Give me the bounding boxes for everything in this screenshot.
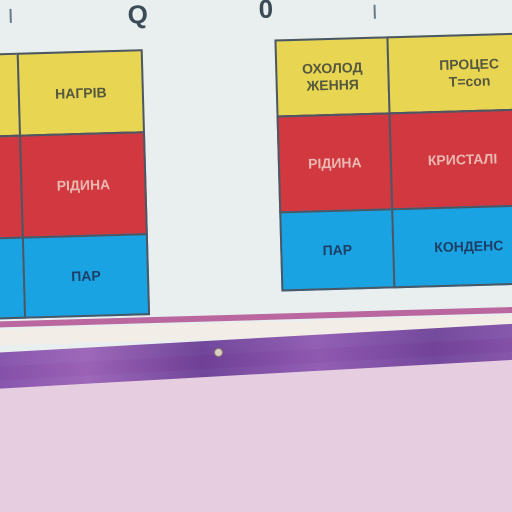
- zero-label: 0: [258, 0, 274, 24]
- poster-board: Q 0 НАГРІВ РІДИНА ПАР ОХОЛОД ЖЕННЯ ПРОЦЕ…: [0, 0, 512, 353]
- right-cell-vapor: ПАР: [279, 208, 396, 292]
- axis-tick: [9, 8, 12, 23]
- wall: [0, 360, 512, 512]
- right-cell-cooling: ОХОЛОД ЖЕННЯ: [274, 36, 391, 118]
- cell-text: РІДИНА: [307, 153, 362, 172]
- cell-text: ПАР: [322, 240, 353, 258]
- cell-text: ОХОЛОД ЖЕННЯ: [301, 59, 363, 94]
- left-cell-heating: НАГРІВ: [16, 49, 145, 137]
- right-cell-crystal: КРИСТАЛІ: [388, 108, 512, 211]
- right-cell-condense: КОНДЕНС: [391, 204, 512, 289]
- left-cell-vapor: ПАР: [21, 233, 151, 319]
- cell-text: ПАР: [70, 266, 101, 284]
- cell-text: ПРОЦЕС T=con: [438, 55, 500, 90]
- cell-text: НАГРІВ: [54, 83, 107, 102]
- right-cell-liquid: РІДИНА: [276, 112, 394, 214]
- q-label: Q: [127, 0, 149, 30]
- axis-tick: [373, 4, 376, 19]
- cell-text: КОНДЕНС: [434, 236, 504, 255]
- left-cell-liquid: РІДИНА: [18, 131, 148, 239]
- right-cell-process: ПРОЦЕС T=con: [386, 32, 512, 115]
- push-pin: [214, 348, 223, 357]
- cell-text: РІДИНА: [56, 175, 111, 194]
- cell-text: КРИСТАЛІ: [427, 149, 498, 168]
